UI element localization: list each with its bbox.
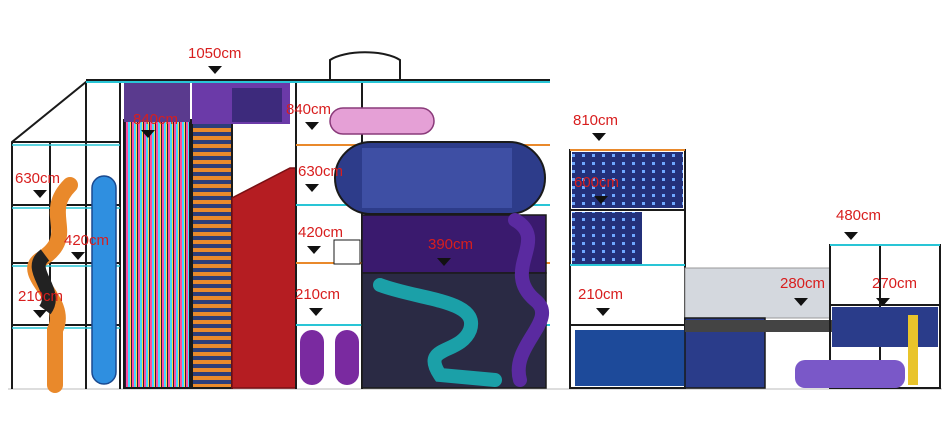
height-label-840-b: 840cm (286, 101, 331, 130)
height-marker-icon (437, 258, 451, 266)
conveyor-belt (685, 320, 835, 332)
height-label-text: 630cm (15, 170, 60, 187)
height-labels: 1050cm 840cm 840cm 630cm 630cm 420cm 420… (15, 45, 917, 318)
height-label-text: 280cm (780, 275, 825, 292)
height-label-280: 280cm (780, 275, 825, 306)
tic-tac-toe-panel (333, 239, 361, 265)
window-panel-top (572, 152, 683, 208)
height-label-text: 840cm (286, 101, 331, 118)
height-marker-icon (794, 298, 808, 306)
pink-tunnel (329, 107, 435, 135)
height-label-630-a: 630cm (15, 170, 60, 198)
height-label-text: 420cm (64, 232, 109, 249)
step-tower (191, 119, 233, 389)
height-label-text: 210cm (295, 286, 340, 303)
height-label-810: 810cm (573, 112, 618, 141)
blue-tube-slide (91, 175, 117, 385)
height-label-210-a: 210cm (18, 288, 63, 318)
height-label-text: 420cm (298, 224, 343, 241)
height-label-text: 810cm (573, 112, 618, 129)
height-label-420-a: 420cm (64, 232, 109, 260)
height-label-text: 630cm (298, 163, 343, 180)
height-label-text: 210cm (18, 288, 63, 305)
purple-spiral-slide (508, 213, 549, 387)
height-marker-icon (141, 130, 155, 138)
height-marker-icon (594, 196, 608, 204)
pod-right (335, 330, 359, 385)
purple-bottom-pad (795, 360, 905, 388)
height-marker-icon (844, 232, 858, 240)
teal-spiral-slide (373, 278, 502, 387)
height-label-1050: 1050cm (188, 45, 241, 74)
black-spiral-slide (31, 249, 56, 315)
height-label-480: 480cm (836, 207, 881, 240)
height-label-text: 270cm (872, 275, 917, 292)
height-marker-icon (305, 184, 319, 192)
height-label-text: 600cm (574, 174, 619, 191)
height-marker-icon (71, 252, 85, 260)
height-label-600: 600cm (574, 174, 619, 204)
height-marker-icon (208, 66, 222, 74)
height-label-390: 390cm (428, 236, 473, 266)
height-label-630-b: 630cm (298, 163, 343, 192)
height-label-text: 840cm (133, 111, 178, 128)
pod-left (300, 330, 324, 385)
height-label-420-b: 420cm (298, 224, 343, 254)
height-marker-icon (309, 308, 323, 316)
height-marker-icon (307, 246, 321, 254)
height-marker-icon (592, 133, 606, 141)
height-label-840-a: 840cm (133, 111, 178, 138)
height-label-270: 270cm (872, 275, 917, 306)
height-label-210-b: 210cm (295, 286, 340, 316)
capsule-window (362, 148, 512, 208)
window-panel-bottom (575, 330, 685, 386)
yellow-post (908, 315, 918, 385)
height-label-text: 390cm (428, 236, 473, 253)
height-label-text: 480cm (836, 207, 881, 224)
height-marker-icon (33, 310, 47, 318)
city-mural-panel (124, 82, 190, 122)
height-marker-icon (33, 190, 47, 198)
height-label-text: 210cm (578, 286, 623, 303)
height-label-text: 1050cm (188, 45, 241, 62)
right-tower-panel (832, 307, 938, 347)
height-label-210-c: 210cm (578, 286, 623, 316)
height-marker-icon (596, 308, 610, 316)
height-marker-icon (876, 298, 890, 306)
grey-tunnel (684, 267, 831, 319)
red-climbing-ramp (231, 167, 297, 389)
striped-climb-column (123, 119, 191, 389)
height-marker-icon (305, 122, 319, 130)
window-panel-mid (572, 212, 642, 264)
top-mural-window (232, 88, 282, 122)
